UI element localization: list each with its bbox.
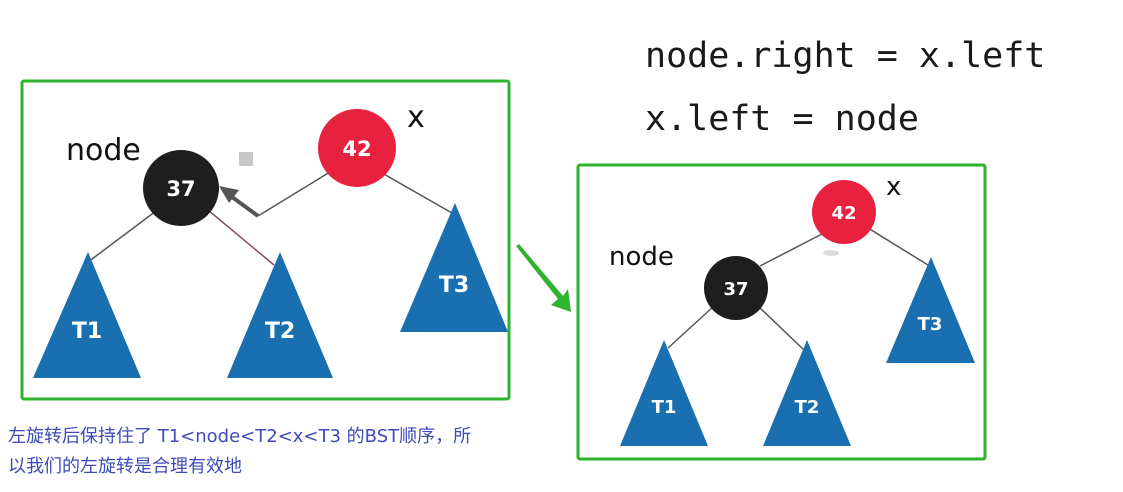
left-t1-text: T1 bbox=[72, 319, 102, 344]
left-triangle-t2 bbox=[227, 252, 333, 378]
right-gray-marker bbox=[823, 250, 839, 256]
left-edge-node-t1 bbox=[87, 207, 161, 263]
left-t2-text: T2 bbox=[265, 319, 295, 344]
left-pointer-arrow-head bbox=[219, 186, 239, 203]
right-triangle-t3 bbox=[886, 257, 975, 363]
right-t2-text: T2 bbox=[795, 397, 820, 418]
left-x-label: x bbox=[407, 100, 425, 135]
code-line-2: x.left = node bbox=[645, 99, 919, 139]
transition-arrow bbox=[516, 244, 571, 312]
left-node-42 bbox=[318, 109, 396, 187]
right-node-42 bbox=[812, 180, 876, 244]
left-t3-text: T3 bbox=[439, 273, 469, 298]
right-edge-node-t1 bbox=[667, 305, 715, 349]
left-node-label: node bbox=[66, 133, 141, 168]
left-triangle-t1 bbox=[33, 252, 141, 378]
caption-line-2: 以我们的左旋转是合理有效地 bbox=[8, 456, 242, 477]
left-edge-x-t3 bbox=[381, 172, 453, 214]
right-edge-x-t3 bbox=[867, 227, 929, 266]
left-frame bbox=[20, 79, 511, 401]
right-t3-text: T3 bbox=[918, 314, 943, 335]
right-triangle-t2 bbox=[763, 340, 851, 446]
right-node-37 bbox=[704, 256, 768, 320]
right-node-label: node bbox=[609, 242, 674, 272]
code-line-1: node.right = x.left bbox=[645, 36, 1046, 76]
left-node-37-text: 37 bbox=[166, 177, 195, 201]
left-edge-node-t2 bbox=[207, 209, 275, 266]
right-edge-node-t2 bbox=[757, 305, 805, 351]
right-x-label: x bbox=[886, 172, 901, 202]
right-t1-text: T1 bbox=[652, 397, 677, 418]
caption-line-1: 左旋转后保持住了 T1<node<T2<x<T3 的BST顺序，所 bbox=[8, 426, 472, 447]
left-node-42-text: 42 bbox=[342, 137, 371, 161]
left-node-37 bbox=[143, 150, 219, 226]
right-edge-x-node bbox=[759, 233, 823, 267]
left-edge-x-node bbox=[257, 171, 331, 217]
caption: 左旋转后保持住了 T1<node<T2<x<T3 的BST顺序，所 以我们的左旋… bbox=[8, 422, 528, 482]
right-frame bbox=[576, 163, 987, 461]
left-gray-marker bbox=[239, 152, 253, 166]
right-node-37-text: 37 bbox=[723, 279, 748, 300]
left-triangle-t3 bbox=[400, 203, 508, 332]
right-triangle-t1 bbox=[620, 340, 708, 446]
right-node-42-text: 42 bbox=[831, 203, 856, 224]
